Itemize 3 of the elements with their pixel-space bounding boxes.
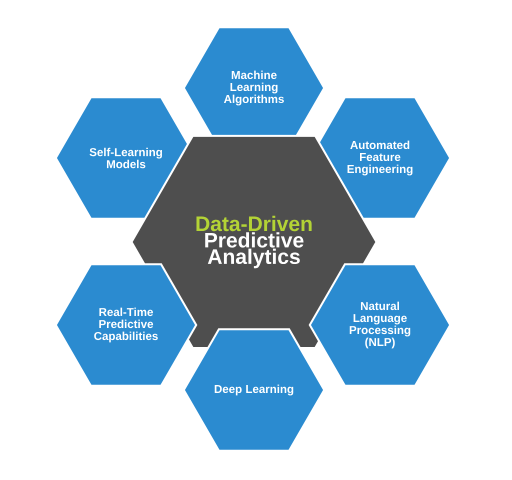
hexagon: Natural Language Processing (NLP) bbox=[308, 263, 452, 387]
hexagon: Deep Learning bbox=[182, 328, 326, 452]
hexagon: Real-Time Predictive Capabilities bbox=[54, 263, 198, 387]
